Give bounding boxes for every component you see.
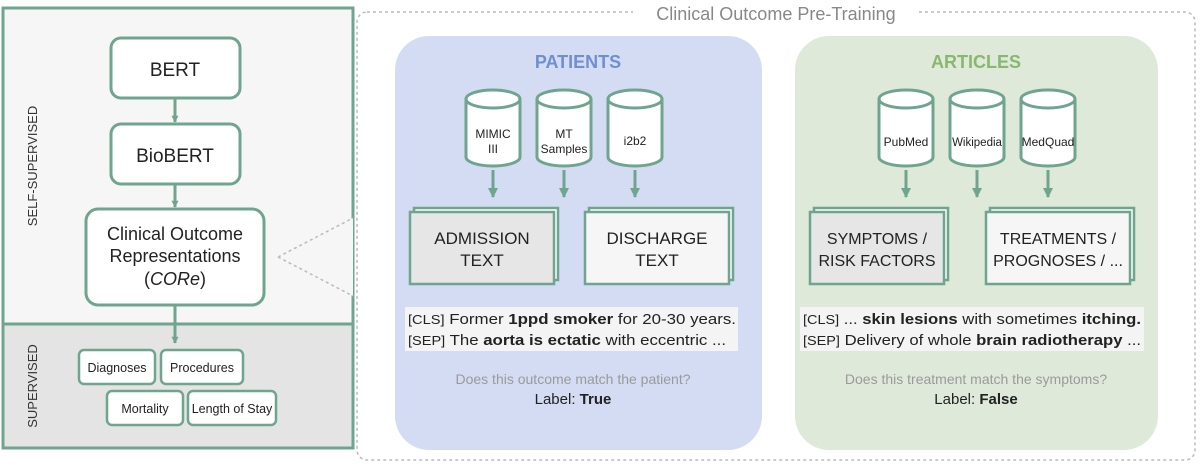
task-length-of-stay: Length of Stay: [186, 389, 278, 427]
svg-text:MT: MT: [555, 127, 573, 141]
core-box: Clinical Outcome Representations (CORe): [84, 207, 266, 307]
patients-heading: PATIENTS: [535, 52, 621, 72]
articles-question: Does this treatment match the symptoms?: [845, 371, 1107, 387]
supervised-label: SUPERVISED: [25, 344, 40, 428]
articles-example-bg: [800, 307, 1144, 351]
pretraining-title-bg: [633, 2, 919, 24]
patients-question: Does this outcome match the patient?: [455, 371, 690, 387]
svg-text:BERT: BERT: [150, 60, 201, 81]
svg-text:DISCHARGE: DISCHARGE: [606, 229, 707, 248]
svg-text:(CORe): (CORe): [144, 269, 206, 289]
svg-text:Representations: Representations: [109, 246, 240, 266]
svg-text:Clinical Outcome: Clinical Outcome: [107, 224, 243, 244]
articles-panel: ARTICLES PubMed Wikipedia MedQuad SYMPTO…: [795, 36, 1158, 450]
articles-example-2: [SEP] Delivery of whole brain radiothera…: [803, 332, 1141, 349]
svg-text:MIMIC: MIMIC: [475, 127, 511, 141]
patients-panel: PATIENTS MIMIC III MT Samples i2b2 ADMIS: [395, 36, 762, 450]
svg-text:TEXT: TEXT: [460, 251, 503, 270]
admission-text-box: ADMISSION TEXT: [408, 206, 560, 286]
svg-text:MedQuad: MedQuad: [1022, 135, 1075, 149]
svg-text:i2b2: i2b2: [624, 134, 647, 148]
patients-example-1: [CLS] Former 1ppd smoker for 20-30 years…: [408, 311, 736, 328]
symptoms-box: SYMPTOMS / RISK FACTORS: [808, 206, 950, 286]
svg-text:ADMISSION: ADMISSION: [434, 229, 529, 248]
patients-example-2: [SEP] The aorta is ectatic with eccentri…: [408, 332, 726, 349]
svg-text:Length of Stay: Length of Stay: [192, 402, 273, 416]
svg-text:BioBERT: BioBERT: [136, 146, 214, 167]
task-mortality: Mortality: [105, 389, 185, 427]
svg-text:TEXT: TEXT: [635, 251, 678, 270]
task-procedures: Procedures: [159, 348, 245, 386]
svg-text:Procedures: Procedures: [170, 361, 234, 375]
biobert-box: BioBERT: [109, 122, 242, 186]
svg-text:SYMPTOMS /: SYMPTOMS /: [827, 231, 928, 248]
svg-text:PubMed: PubMed: [884, 135, 929, 149]
discharge-text-box: DISCHARGE TEXT: [583, 206, 735, 286]
patients-example-bg: [405, 307, 738, 351]
svg-text:Diagnoses: Diagnoses: [87, 361, 146, 375]
svg-text:Mortality: Mortality: [121, 402, 169, 416]
articles-heading: ARTICLES: [931, 52, 1021, 72]
db-icon-i2b2: i2b2: [606, 88, 664, 168]
zoom-connector: [277, 217, 354, 297]
svg-text:Wikipedia: Wikipedia: [952, 137, 1002, 149]
self-supervised-label: SELF-SUPERVISED: [25, 106, 40, 226]
svg-text:III: III: [488, 142, 498, 156]
patients-label: Label: True: [535, 391, 612, 408]
articles-label: Label: False: [934, 391, 1017, 408]
svg-text:Samples: Samples: [541, 142, 588, 156]
pretraining-title: Clinical Outcome Pre-Training: [656, 4, 895, 24]
supervised-region: [3, 324, 353, 448]
db-icon-wikipedia: Wikipedia: [948, 88, 1006, 168]
db-icon-mimic: MIMIC III: [464, 88, 522, 168]
left-panel: SELF-SUPERVISED SUPERVISED BERT BioBERT …: [1, 6, 355, 450]
svg-text:RISK FACTORS: RISK FACTORS: [818, 253, 935, 270]
svg-text:TREATMENTS /: TREATMENTS /: [1000, 231, 1117, 248]
svg-text:PROGNOSES / ...: PROGNOSES / ...: [993, 253, 1123, 270]
bert-box: BERT: [109, 36, 242, 100]
task-diagnoses: Diagnoses: [77, 348, 157, 386]
db-icon-pubmed: PubMed: [877, 88, 935, 168]
db-icon-medquad: MedQuad: [1019, 88, 1077, 168]
treatments-box: TREATMENTS / PROGNOSES / ...: [984, 206, 1136, 286]
db-icon-mt-samples: MT Samples: [535, 88, 593, 168]
articles-example-1: [CLS] ... skin lesions with sometimes it…: [803, 311, 1141, 328]
